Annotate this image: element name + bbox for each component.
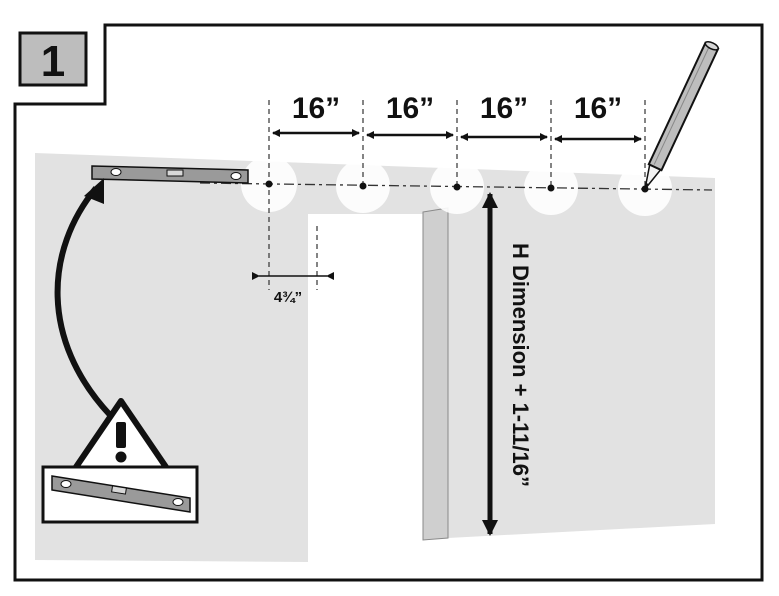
callout-curve-arrow bbox=[54, 186, 113, 418]
callout-arrowhead bbox=[84, 178, 104, 204]
inset-level-box bbox=[41, 465, 199, 524]
stud-marks bbox=[265, 180, 649, 193]
spirit-level-icon bbox=[91, 165, 249, 184]
stud-extension-lines bbox=[268, 100, 646, 290]
spacing-label: 16” bbox=[386, 92, 434, 125]
step-badge: 1 bbox=[18, 31, 88, 87]
door-jamb bbox=[422, 207, 449, 541]
spacing-label: 16” bbox=[574, 92, 622, 125]
spacing-label: 16” bbox=[292, 92, 340, 125]
stud-mark bbox=[547, 184, 555, 192]
wall bbox=[35, 153, 715, 562]
spacing-dimensions bbox=[272, 129, 642, 143]
step-number: 1 bbox=[41, 37, 65, 86]
height-label: H Dimension + 1-11/16” bbox=[508, 243, 533, 487]
stud-mark bbox=[265, 180, 273, 188]
pencil-icon bbox=[644, 41, 720, 190]
offset-label: 4¾” bbox=[274, 289, 302, 306]
spacing-label: 16” bbox=[480, 92, 528, 125]
stud-mark bbox=[359, 182, 367, 190]
spacing-labels: 16” 16” 16” 16” bbox=[292, 92, 622, 125]
stud-mark bbox=[453, 183, 461, 191]
